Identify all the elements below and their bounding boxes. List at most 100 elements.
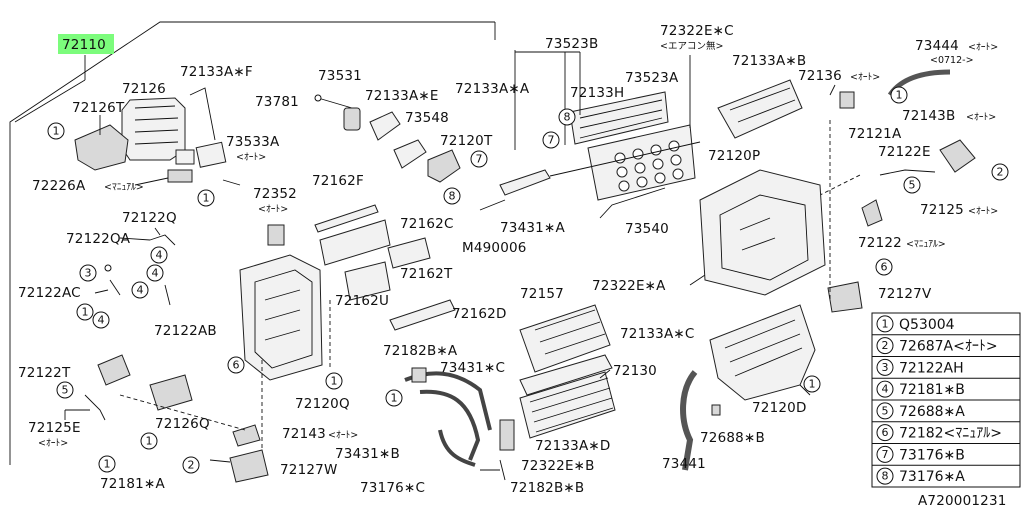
label-72122[interactable]: 72122 (858, 235, 902, 251)
label-72127V[interactable]: 72127V (878, 286, 932, 302)
callout-1[interactable]: 1 (803, 375, 821, 393)
callout-5[interactable]: 5 (56, 381, 74, 399)
label-72122QA[interactable]: 72122QA (66, 231, 131, 247)
callout-1[interactable]: 1 (47, 122, 65, 140)
callout-8[interactable]: 8 (558, 108, 576, 126)
label-72122AB[interactable]: 72122AB (154, 323, 217, 339)
label-72226A[interactable]: 72226A (32, 178, 86, 194)
label-73533A[interactable]: 73533A (226, 134, 280, 150)
label-73431B[interactable]: 73431∗B (335, 446, 400, 462)
label-72143-note: <ｵｰﾄ> (328, 430, 358, 441)
callout-2[interactable]: 2 (991, 163, 1009, 181)
label-72688B[interactable]: 72688∗B (700, 430, 765, 446)
callout-4[interactable]: 4 (131, 281, 149, 299)
label-72120T[interactable]: 72120T (440, 133, 493, 149)
callout-1[interactable]: 1 (140, 432, 158, 450)
label-72125E[interactable]: 72125E (28, 420, 81, 436)
dashed-guide (119, 394, 246, 431)
legend-callout-circle (876, 424, 894, 442)
callout-5[interactable]: 5 (903, 176, 921, 194)
svg-text:4: 4 (152, 267, 159, 280)
callout-1[interactable]: 1 (76, 303, 94, 321)
label-72182BB[interactable]: 72182B∗B (510, 480, 584, 496)
label-73444[interactable]: 73444 (915, 38, 959, 54)
label-72127W[interactable]: 72127W (280, 462, 338, 478)
label-72157[interactable]: 72157 (520, 286, 564, 302)
label-72133H[interactable]: 72133H (570, 85, 624, 101)
label-72122AC[interactable]: 72122AC (18, 285, 81, 301)
label-M490006[interactable]: M490006 (462, 240, 527, 256)
label-72122Q[interactable]: 72122Q (122, 210, 177, 226)
label-72125[interactable]: 72125 (920, 202, 964, 218)
label-73176C[interactable]: 73176∗C (360, 480, 425, 496)
label-72352[interactable]: 72352 (253, 186, 297, 202)
label-72181A[interactable]: 72181∗A (100, 476, 165, 492)
label-73548[interactable]: 73548 (405, 110, 449, 126)
label-72322EC[interactable]: 72322E∗C (660, 23, 734, 39)
callout-1[interactable]: 1 (890, 86, 908, 104)
svg-text:2: 2 (997, 166, 1004, 179)
part-73533A (175, 141, 227, 168)
legend-part-number: 72122AH (899, 360, 964, 376)
label-73531[interactable]: 73531 (318, 68, 362, 84)
label-73431C[interactable]: 73431∗C (440, 360, 505, 376)
callout-6[interactable]: 6 (875, 258, 893, 276)
label-73431A[interactable]: 73431∗A (500, 220, 565, 236)
part-72127V (827, 281, 863, 313)
label-72122T[interactable]: 72122T (18, 365, 71, 381)
label-72133AC[interactable]: 72133A∗C (620, 326, 695, 342)
label-73441[interactable]: 73441 (662, 456, 706, 472)
callout-2[interactable]: 2 (182, 456, 200, 474)
label-72182BA[interactable]: 72182B∗A (383, 343, 458, 359)
part-72120Q-housing (239, 254, 323, 381)
label-72133AB[interactable]: 72133A∗B (732, 53, 806, 69)
label-72120Q[interactable]: 72120Q (295, 396, 350, 412)
label-72322EB[interactable]: 72322E∗B (521, 458, 595, 474)
callout-1[interactable]: 1 (197, 189, 215, 207)
label-72162F[interactable]: 72162F (312, 173, 364, 189)
callout-4[interactable]: 4 (146, 264, 164, 282)
callout-3[interactable]: 3 (79, 264, 97, 282)
label-72126T[interactable]: 72126T (72, 100, 125, 116)
label-72120D[interactable]: 72120D (752, 400, 807, 416)
label-73523A[interactable]: 73523A (625, 70, 679, 86)
label-72162T[interactable]: 72162T (400, 266, 453, 282)
label-72133AF[interactable]: 72133A∗F (180, 64, 253, 80)
label-72130[interactable]: 72130 (613, 363, 657, 379)
label-72122E[interactable]: 72122E (878, 144, 931, 160)
label-73540[interactable]: 73540 (625, 221, 669, 237)
svg-text:1: 1 (391, 392, 398, 405)
callout-7[interactable]: 7 (542, 131, 560, 149)
label-72143B[interactable]: 72143B (902, 108, 955, 124)
callout-4[interactable]: 4 (92, 311, 110, 329)
label-72162C[interactable]: 72162C (400, 216, 454, 232)
label-72133AD[interactable]: 72133A∗D (535, 438, 611, 454)
label-72136[interactable]: 72136 (798, 68, 842, 84)
callout-7[interactable]: 7 (470, 150, 488, 168)
label-72162D[interactable]: 72162D (452, 306, 507, 322)
legend-number: 3 (882, 361, 889, 374)
callout-6[interactable]: 6 (227, 356, 245, 374)
label-72322EA[interactable]: 72322E∗A (592, 278, 666, 294)
label-73523B[interactable]: 73523B (545, 36, 598, 52)
label-72133AA[interactable]: 72133A∗A (455, 81, 530, 97)
part-72133AF-wire (189, 87, 216, 141)
callout-1[interactable]: 1 (98, 455, 116, 473)
part-72133AD (499, 419, 515, 451)
legend-part-number: 73176∗A (899, 469, 965, 485)
callout-1[interactable]: 1 (385, 389, 403, 407)
label-72133AE[interactable]: 72133A∗E (365, 88, 439, 104)
label-72121A[interactable]: 72121A (848, 126, 902, 142)
callout-8[interactable]: 8 (443, 187, 461, 205)
label-72120P[interactable]: 72120P (708, 148, 760, 164)
svg-text:4: 4 (156, 249, 163, 262)
assembly-number[interactable]: 72110 (62, 37, 106, 53)
label-72126[interactable]: 72126 (122, 81, 166, 97)
label-72126Q[interactable]: 72126Q (155, 416, 210, 432)
callout-1[interactable]: 1 (325, 372, 343, 390)
label-72143[interactable]: 72143 (282, 426, 326, 442)
callout-4[interactable]: 4 (150, 246, 168, 264)
label-72162U[interactable]: 72162U (335, 293, 389, 309)
label-73781[interactable]: 73781 (255, 94, 299, 110)
